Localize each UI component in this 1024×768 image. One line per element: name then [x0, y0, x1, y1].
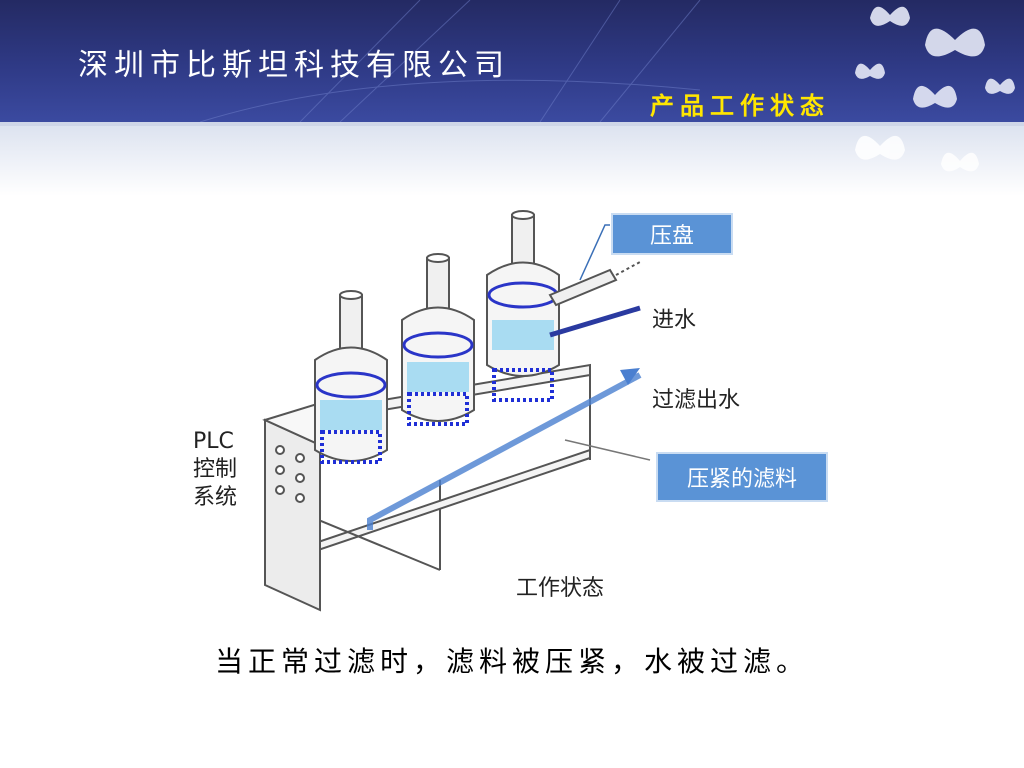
plc-label: PLC 控制 系统	[193, 428, 237, 512]
working-state-label: 工作状态	[516, 576, 605, 601]
filter-tank-2	[401, 253, 475, 426]
press-plate-leader	[579, 224, 610, 281]
filtered-water-label: 过滤出水	[652, 388, 741, 413]
compressed-media-label: 压紧的滤料	[656, 452, 828, 502]
slide-subtitle: 产品工作状态	[650, 91, 830, 120]
plc-label-line: 系统	[193, 485, 238, 510]
plc-label-line: 控制	[193, 457, 238, 482]
slide-caption: 当正常过滤时，滤料被压紧，水被过滤。	[214, 645, 809, 678]
filter-tank-1	[314, 290, 388, 464]
water-in-arrow	[549, 305, 641, 338]
decorative-lines	[199, 0, 1015, 122]
compressed-media-leader	[564, 439, 651, 461]
plc-label-line: PLC	[193, 429, 234, 454]
header-divider	[0, 122, 1024, 126]
press-plate-label: 压盘	[611, 213, 733, 255]
water-in-label: 进水	[652, 308, 697, 333]
butterfly-icon	[855, 135, 979, 172]
filter-machine-diagram	[262, 210, 651, 612]
header-banner: 深圳市比斯坦科技有限公司 产品工作状态	[0, 0, 1024, 122]
company-name: 深圳市比斯坦科技有限公司	[78, 48, 510, 83]
header-fade	[0, 126, 1024, 196]
inlet-pipe	[548, 261, 641, 307]
filter-tank-3	[486, 210, 560, 402]
butterfly-icon	[855, 6, 1015, 108]
filtered-water-arrow	[367, 368, 642, 530]
